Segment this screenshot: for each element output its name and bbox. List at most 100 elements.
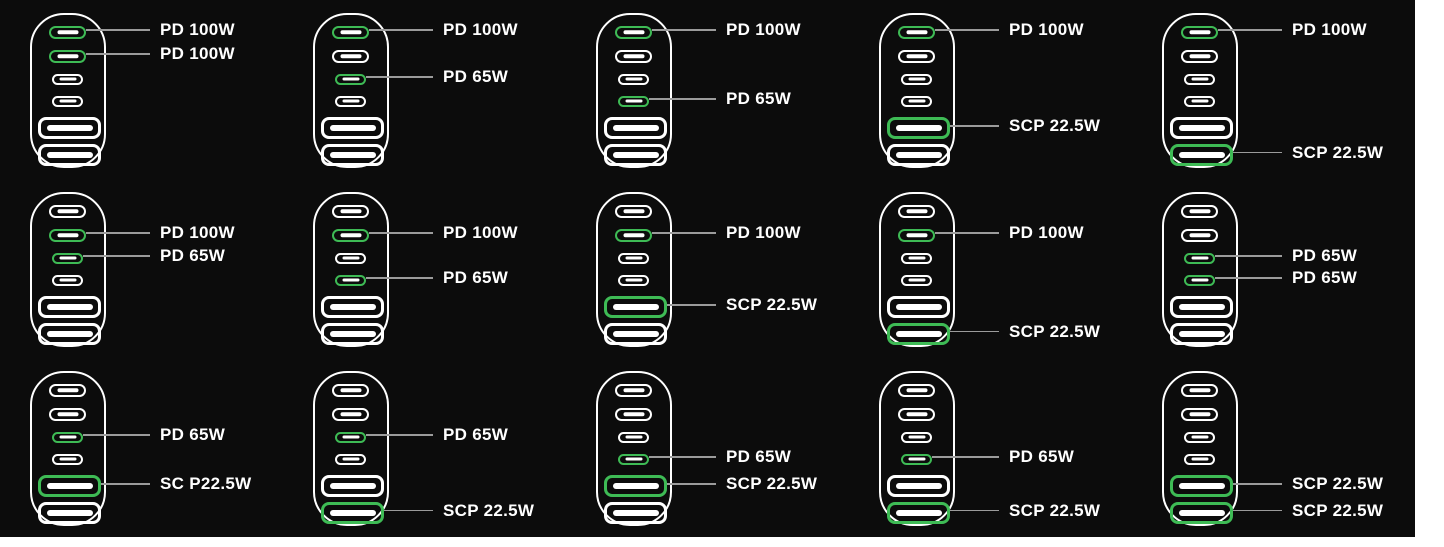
charger-combination-cell: PD 100W SCP 22.5W xyxy=(849,179,1132,358)
connector-line xyxy=(1215,255,1282,257)
usb-c-small-port-3 xyxy=(52,73,83,85)
port-power-label: PD 65W xyxy=(1292,268,1358,287)
usb-a-port-6 xyxy=(887,143,950,166)
charger-combination-cell: PD 100W SCP 22.5W xyxy=(849,0,1132,179)
charger-device xyxy=(879,371,955,526)
port-power-label: PD 65W xyxy=(1009,447,1075,466)
usb-a-port-5 xyxy=(604,117,667,139)
port-power-label: SCP 22.5W xyxy=(1292,142,1384,162)
charger-device xyxy=(879,192,955,347)
connector-line xyxy=(1233,483,1282,485)
usb-c-large-port-2 xyxy=(615,407,652,421)
port-power-label: SCP 22.5W xyxy=(726,474,818,493)
usb-a-port-6 xyxy=(604,322,667,345)
charger-combination-cell: PD 65W SCP 22.5W xyxy=(566,358,849,537)
connector-line xyxy=(649,456,716,458)
usb-c-large-port-1 xyxy=(332,383,369,397)
charger-device xyxy=(30,192,106,347)
usb-a-port-5 xyxy=(38,475,101,497)
usb-c-large-port-2 xyxy=(332,228,369,242)
usb-c-small-port-3 xyxy=(1184,431,1215,443)
usb-a-port-6 xyxy=(321,501,384,524)
connector-line xyxy=(366,277,433,279)
port-power-label: PD 65W xyxy=(443,425,509,444)
port-power-label: PD 65W xyxy=(726,447,792,466)
usb-a-port-5 xyxy=(887,475,950,497)
usb-a-port-6 xyxy=(887,501,950,524)
usb-c-large-port-1 xyxy=(615,383,652,397)
usb-c-small-port-4 xyxy=(901,274,932,286)
connector-line xyxy=(86,53,150,55)
connector-line xyxy=(950,125,999,127)
usb-a-port-5 xyxy=(38,296,101,318)
connector-line xyxy=(1215,277,1282,279)
connector-line xyxy=(86,232,150,234)
usb-c-large-port-1 xyxy=(49,383,86,397)
connector-line xyxy=(932,456,999,458)
usb-a-port-6 xyxy=(887,322,950,345)
port-power-label: PD 100W xyxy=(726,20,801,39)
usb-c-small-port-4 xyxy=(901,453,932,465)
port-power-label: PD 100W xyxy=(160,20,235,39)
usb-c-large-port-2 xyxy=(615,228,652,242)
port-power-label: PD 100W xyxy=(726,223,801,242)
usb-c-small-port-3 xyxy=(901,252,932,264)
usb-c-large-port-1 xyxy=(898,25,935,39)
port-power-label: SCP 22.5W xyxy=(1009,321,1101,341)
port-power-label: PD 100W xyxy=(1009,223,1084,242)
charger-device xyxy=(879,13,955,168)
usb-c-large-port-1 xyxy=(898,204,935,218)
port-power-label: PD 65W xyxy=(160,246,226,265)
charger-device xyxy=(313,192,389,347)
port-power-label: PD 100W xyxy=(160,44,235,63)
port-power-label: PD 100W xyxy=(1009,20,1084,39)
connector-line xyxy=(649,98,716,100)
charger-device xyxy=(313,371,389,526)
usb-c-large-port-2 xyxy=(898,407,935,421)
connector-line xyxy=(667,304,716,306)
usb-c-large-port-2 xyxy=(1181,228,1218,242)
connector-line xyxy=(667,483,716,485)
charger-device xyxy=(1162,192,1238,347)
usb-c-small-port-4 xyxy=(335,95,366,107)
usb-c-small-port-3 xyxy=(52,252,83,264)
usb-c-small-port-4 xyxy=(335,453,366,465)
usb-c-large-port-2 xyxy=(49,228,86,242)
usb-c-small-port-3 xyxy=(618,252,649,264)
usb-c-large-port-2 xyxy=(898,228,935,242)
usb-c-large-port-1 xyxy=(332,204,369,218)
charger-combination-cell: PD 65W SCP 22.5W xyxy=(849,358,1132,537)
charger-device xyxy=(596,371,672,526)
port-power-label: PD 65W xyxy=(726,89,792,108)
charger-device xyxy=(596,13,672,168)
usb-a-port-6 xyxy=(604,501,667,524)
connector-line xyxy=(1233,509,1282,512)
usb-c-large-port-2 xyxy=(898,49,935,63)
usb-a-port-5 xyxy=(38,117,101,139)
port-power-label: SCP 22.5W xyxy=(1009,500,1101,520)
usb-c-large-port-1 xyxy=(1181,383,1218,397)
usb-c-small-port-3 xyxy=(335,73,366,85)
usb-c-small-port-4 xyxy=(335,274,366,286)
usb-c-small-port-4 xyxy=(52,95,83,107)
port-power-label: PD 100W xyxy=(443,20,518,39)
usb-a-port-6 xyxy=(321,143,384,166)
connector-line xyxy=(1218,29,1282,31)
port-power-label: PD 65W xyxy=(1292,246,1358,265)
usb-a-port-6 xyxy=(38,322,101,345)
connector-line xyxy=(652,232,716,234)
usb-a-port-6 xyxy=(38,501,101,524)
usb-c-large-port-2 xyxy=(49,49,86,63)
charger-combination-cell: PD 100W PD 65W xyxy=(566,0,849,179)
usb-a-port-5 xyxy=(1170,296,1233,318)
connector-line xyxy=(86,29,150,31)
port-power-label: SCP 22.5W xyxy=(726,295,818,314)
port-power-label: PD 100W xyxy=(443,223,518,242)
usb-c-small-port-4 xyxy=(52,453,83,465)
port-power-label: PD 100W xyxy=(160,223,235,242)
port-power-label: SCP 22.5W xyxy=(1009,116,1101,135)
usb-c-small-port-3 xyxy=(901,73,932,85)
